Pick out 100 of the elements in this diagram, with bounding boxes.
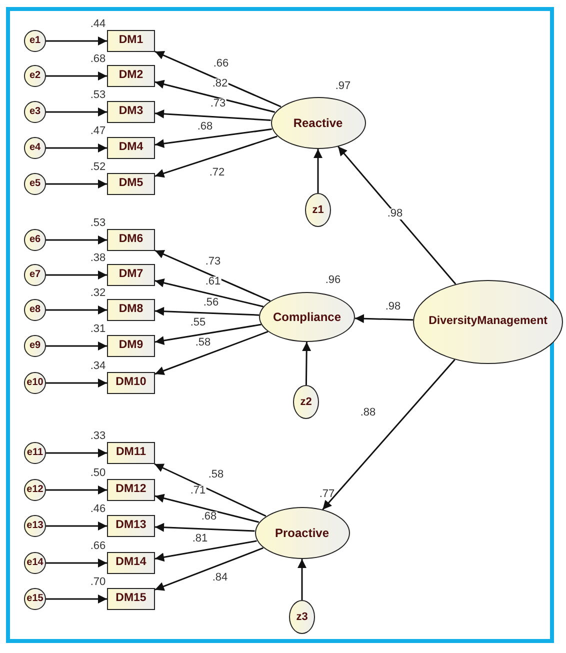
path-arrow (46, 306, 107, 314)
error-term-circle (24, 229, 46, 251)
path-arrow (338, 146, 456, 285)
path-arrow (154, 540, 257, 562)
path-coefficient: .98 (384, 302, 402, 312)
error-term-circle (24, 173, 46, 195)
observed-variable-box (107, 137, 155, 159)
squared-multiple-correlation: .50 (90, 467, 106, 479)
path-coefficient: .81 (191, 534, 209, 544)
observed-variable-box (107, 299, 155, 321)
squared-multiple-correlation: .96 (325, 274, 341, 286)
path-arrow (154, 324, 262, 346)
path-arrow (154, 278, 264, 308)
path-coefficient: .88 (359, 408, 377, 418)
observed-variable-box (107, 588, 155, 610)
path-coefficient: .55 (189, 318, 207, 328)
path-coefficient: .68 (196, 122, 214, 132)
variable-label: DM4 (118, 142, 144, 154)
variable-label: Proactive (274, 527, 330, 539)
observed-variable-box (107, 372, 155, 394)
variable-label: Reactive (293, 117, 343, 129)
path-arrow (46, 180, 107, 188)
path-arrow (154, 80, 276, 113)
variable-label: DM1 (118, 35, 144, 47)
error-term-circle (24, 101, 46, 123)
path-coefficient: .84 (211, 572, 229, 584)
observed-variable-box (107, 173, 155, 195)
path-coefficient: .71 (189, 486, 207, 496)
path-arrow (46, 486, 107, 494)
path-arrow (46, 448, 107, 458)
path-arrow (46, 594, 107, 604)
variable-label: z3 (296, 612, 308, 622)
path-coefficient: .66 (212, 58, 230, 70)
squared-multiple-correlation: .46 (90, 503, 106, 515)
observed-variable-box (107, 30, 155, 52)
error-term-circle (24, 552, 46, 574)
observed-variable-box (107, 515, 155, 537)
variable-label: e6 (29, 235, 41, 245)
path-coefficient: .68 (200, 512, 218, 522)
squared-multiple-correlation: .33 (90, 430, 106, 442)
path-arrow (154, 463, 266, 517)
path-arrow (302, 342, 312, 385)
path-arrow (46, 236, 107, 244)
error-term-circle (24, 372, 46, 394)
observed-variable-box (107, 264, 155, 286)
variable-label: Compliance (272, 311, 341, 323)
error-term-circle (24, 442, 46, 464)
path-coefficient: .82 (211, 78, 229, 90)
squared-multiple-correlation: .77 (319, 488, 335, 500)
variable-label: e7 (29, 270, 41, 280)
path-arrow (154, 494, 260, 523)
variable-label: DM13 (116, 520, 146, 532)
variable-label: e9 (29, 341, 41, 351)
path-coefficient: .58 (207, 470, 225, 480)
variable-label: DM7 (118, 269, 144, 281)
squared-multiple-correlation: .68 (90, 53, 106, 65)
variable-label: DM12 (116, 484, 146, 496)
path-coefficient: .56 (202, 298, 220, 308)
error-term-circle (24, 479, 46, 501)
path-arrow (46, 558, 107, 568)
path-arrow (154, 50, 282, 108)
variable-label: DM6 (118, 234, 144, 246)
squared-multiple-correlation: .44 (90, 18, 106, 30)
observed-variable-box (107, 65, 155, 87)
path-coefficient: .61 (204, 276, 222, 288)
error-term-circle (24, 30, 46, 52)
path-arrow (154, 109, 271, 121)
path-arrow (298, 559, 306, 600)
squared-multiple-correlation: .53 (90, 89, 106, 101)
variable-label: DM10 (116, 377, 146, 389)
observed-variable-box (107, 442, 155, 464)
error-term-circle (24, 335, 46, 357)
path-arrow (154, 306, 260, 316)
variable-label: DM11 (116, 447, 146, 459)
path-arrow (154, 136, 278, 178)
squared-multiple-correlation: .38 (90, 252, 106, 264)
variable-label: e3 (29, 107, 41, 117)
disturbance-ellipse (289, 600, 315, 634)
squared-multiple-correlation: .66 (90, 540, 106, 552)
variable-label: e12 (26, 485, 44, 495)
variable-label: z1 (312, 204, 324, 216)
variable-label: e15 (26, 594, 44, 604)
variable-label: e10 (26, 378, 44, 388)
error-term-circle (24, 515, 46, 537)
path-arrow (154, 547, 264, 591)
variable-label: DM5 (118, 178, 144, 190)
variable-label: DM8 (118, 304, 144, 316)
path-arrow (154, 330, 268, 376)
variable-label: DM9 (118, 340, 144, 352)
squared-multiple-correlation: .31 (90, 323, 106, 335)
squared-multiple-correlation: .32 (90, 287, 106, 299)
path-coefficient: .98 (386, 208, 404, 220)
squared-multiple-correlation: .52 (90, 161, 106, 173)
squared-multiple-correlation: .34 (90, 360, 106, 372)
squared-multiple-correlation: .70 (90, 576, 106, 588)
path-coefficient: .58 (194, 338, 212, 348)
disturbance-ellipse (293, 385, 319, 419)
path-arrow (46, 108, 107, 116)
error-term-circle (24, 264, 46, 286)
error-term-circle (24, 65, 46, 87)
